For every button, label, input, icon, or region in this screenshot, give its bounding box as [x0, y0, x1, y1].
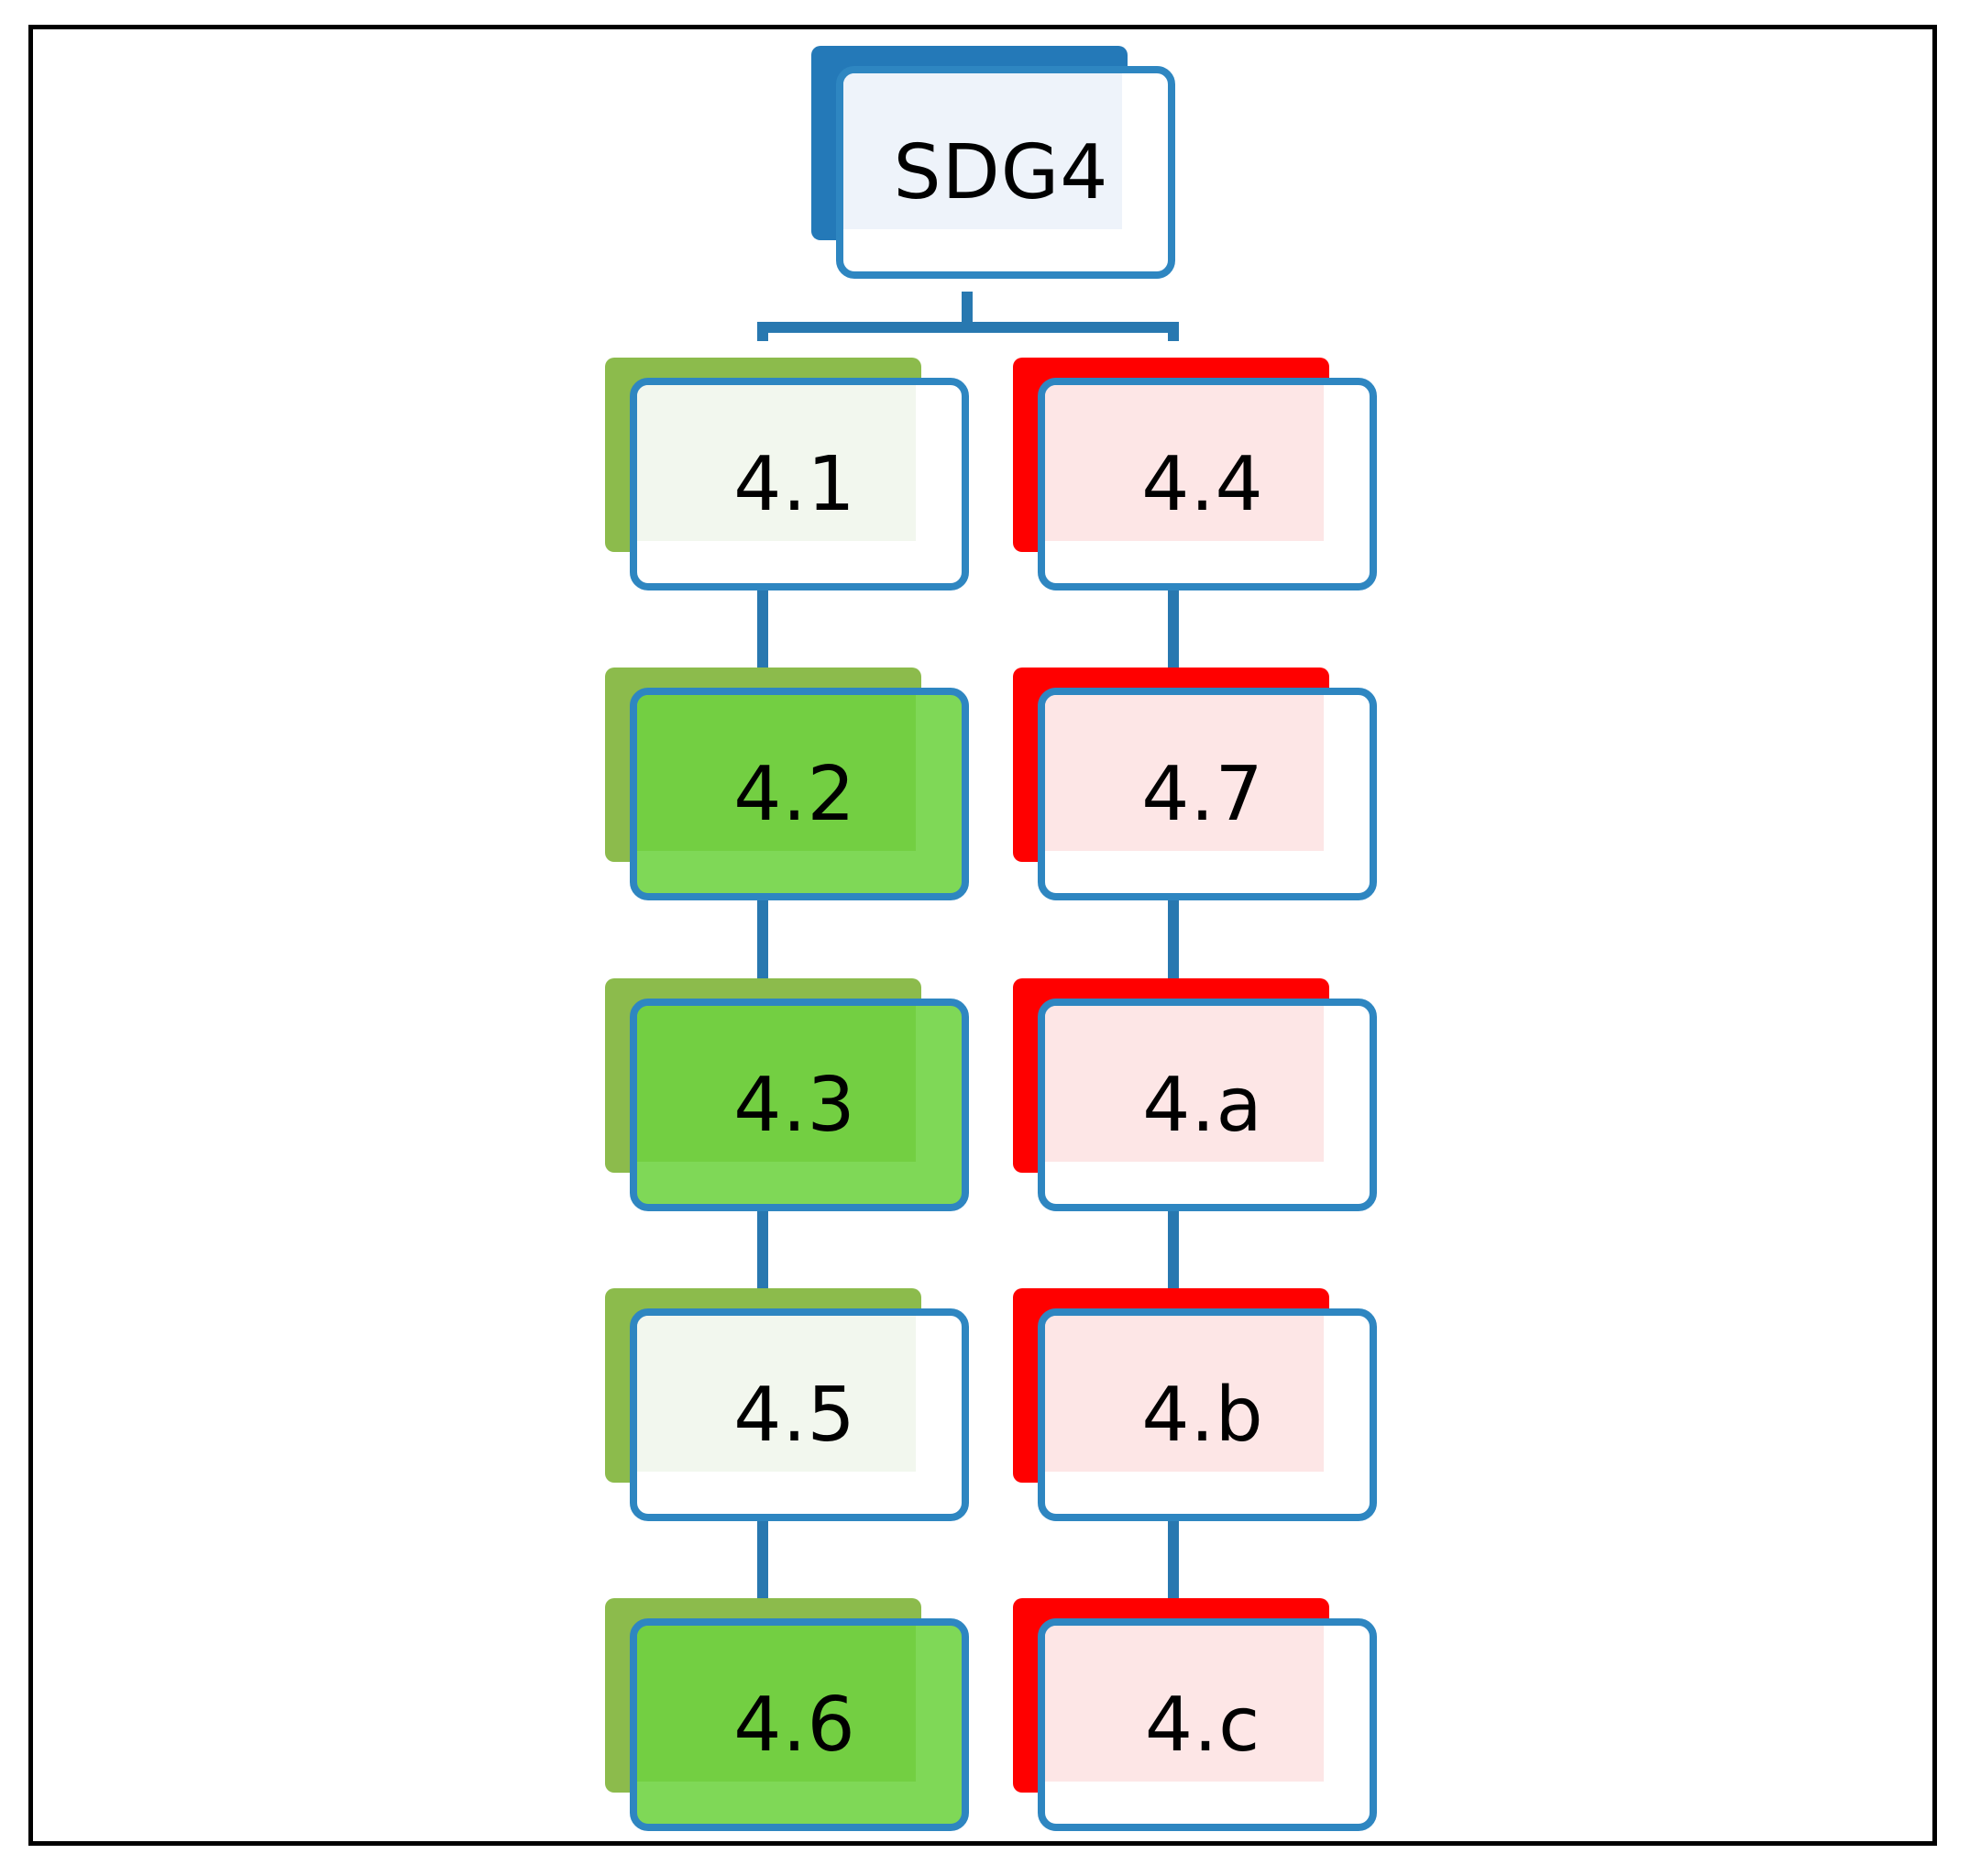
node-tint — [1045, 1316, 1324, 1472]
node-label: 4.5 — [733, 1371, 856, 1459]
node-label: 4.6 — [733, 1681, 856, 1769]
node-tint — [1045, 1006, 1324, 1162]
node-tint — [637, 385, 916, 541]
node-label: 4.a — [1142, 1061, 1263, 1149]
node-tint — [1045, 385, 1324, 541]
node-box: 4.b — [1038, 1308, 1377, 1521]
node-tint — [637, 695, 916, 851]
node-box: 4.7 — [1038, 688, 1377, 900]
node-label: 4.b — [1141, 1371, 1264, 1459]
root-node-tint — [843, 73, 1122, 229]
node-box: 4.5 — [630, 1308, 969, 1521]
node-tint — [1045, 695, 1324, 851]
root-node-box: SDG4 — [836, 66, 1175, 279]
root-node-label: SDG4 — [893, 128, 1109, 216]
node-label: 4.1 — [733, 440, 856, 528]
node-tint — [637, 1626, 916, 1782]
node-label: 4.2 — [733, 750, 856, 838]
node-label: 4.3 — [733, 1061, 856, 1149]
node-tint — [637, 1006, 916, 1162]
node-tint — [637, 1316, 916, 1472]
node-label: 4.4 — [1141, 440, 1264, 528]
node-box: 4.2 — [630, 688, 969, 900]
node-box: 4.a — [1038, 999, 1377, 1211]
node-box: 4.6 — [630, 1618, 969, 1831]
node-label: 4.c — [1144, 1681, 1261, 1769]
node-box: 4.1 — [630, 378, 969, 590]
node-tint — [1045, 1626, 1324, 1782]
node-box: 4.4 — [1038, 378, 1377, 590]
node-box: 4.3 — [630, 999, 969, 1211]
node-box: 4.c — [1038, 1618, 1377, 1831]
node-label: 4.7 — [1141, 750, 1264, 838]
